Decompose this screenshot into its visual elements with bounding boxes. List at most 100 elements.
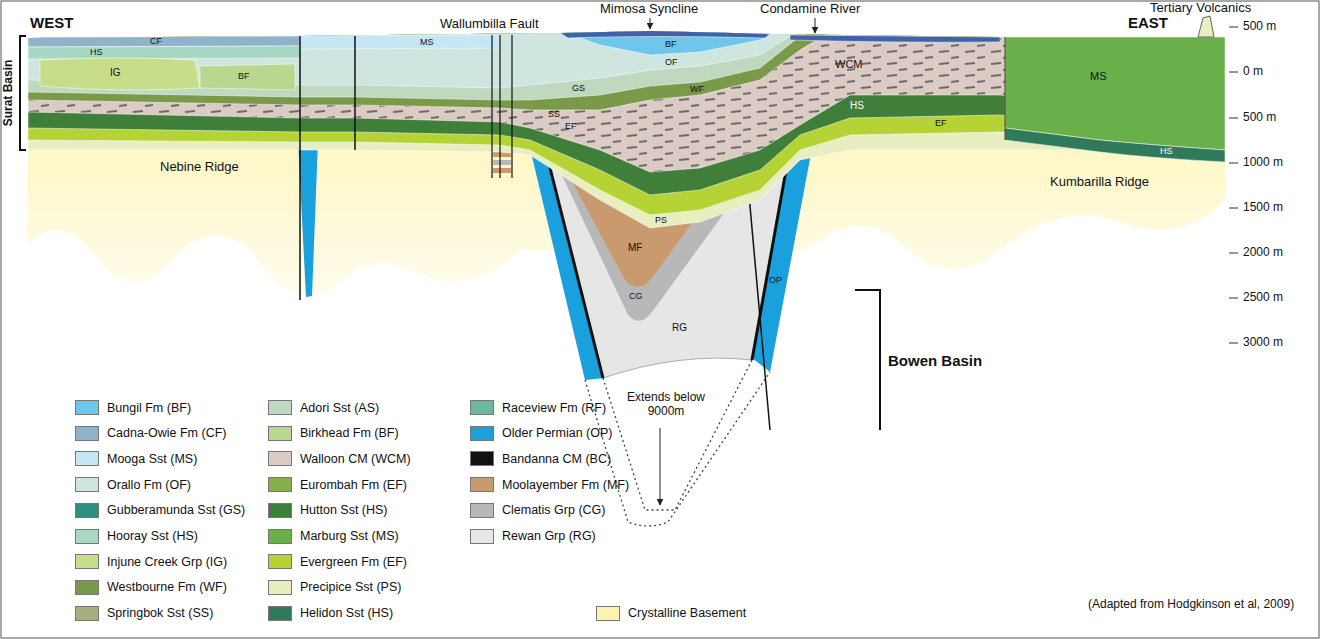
- depth-label: 2500 m: [1243, 291, 1283, 305]
- legend-item: Hutton Sst (HS): [268, 503, 388, 518]
- legend-item: Springbok Sst (SS): [75, 606, 213, 621]
- legend-swatch: [75, 606, 99, 621]
- fault-lines: [511, 35, 512, 178]
- surat-layers: [28, 46, 300, 59]
- legend-label: Springbok Sst (SS): [107, 606, 213, 620]
- formation-code: IG: [110, 67, 121, 79]
- depth-ticks: [1229, 208, 1238, 209]
- legend-item: Walloon CM (WCM): [268, 451, 411, 466]
- surat-layers: [28, 0, 1225, 228]
- legend-label: Raceview Fm (RF): [502, 401, 606, 415]
- fault-lines: [499, 35, 500, 178]
- brackets: [20, 36, 26, 150]
- formation-code: OF: [665, 57, 678, 67]
- legend-item: Cadna-Owie Fm (CF): [75, 426, 226, 441]
- formation-code: SS: [548, 109, 560, 119]
- legend-swatch: [75, 426, 99, 441]
- depth-label: 1500 m: [1243, 201, 1283, 215]
- legend-item: Rewan Grp (RG): [470, 529, 596, 544]
- feature-label: Mimosa Syncline: [600, 2, 698, 17]
- legend-swatch: [268, 554, 292, 569]
- legend-item: Birkhead Fm (BF): [268, 426, 399, 441]
- legend-swatch: [268, 529, 292, 544]
- legend-label: Bandanna CM (BC): [502, 452, 611, 466]
- formation-code: OP: [769, 275, 782, 285]
- legend-item: Marburg Sst (MS): [268, 529, 399, 544]
- depth-ticks: [1229, 27, 1238, 28]
- legend-label: Hutton Sst (HS): [300, 503, 388, 517]
- formation-code: HS: [850, 100, 864, 112]
- fault-lines: [299, 36, 301, 300]
- bowen-basin: [585, 372, 770, 526]
- depth-ticks: [1229, 298, 1238, 299]
- fault-lines: [491, 35, 492, 178]
- fault-lines: [300, 35, 1005, 300]
- legend-item: Evergreen Fm (EF): [268, 554, 407, 569]
- ridge-label: Kumbarilla Ridge: [1050, 175, 1149, 190]
- legend-item: Older Permian (OP): [470, 426, 612, 441]
- legend-label: Cadna-Owie Fm (CF): [107, 426, 226, 440]
- fault-wedge: [298, 140, 511, 297]
- formation-code: GS: [572, 83, 585, 93]
- formation-code: BF: [238, 71, 250, 81]
- basin-label: Bowen Basin: [888, 352, 982, 369]
- legend-label: Precipice Sst (PS): [300, 580, 401, 594]
- formation-code: MF: [628, 242, 642, 254]
- depth-label: 2000 m: [1243, 246, 1283, 260]
- surat-layers: [1005, 128, 1225, 162]
- legend-item: Moolayember Fm (MF): [470, 477, 629, 492]
- legend-label: Hooray Sst (HS): [107, 529, 198, 543]
- legend-swatch: [75, 503, 99, 518]
- legend-label: Eurombah Fm (EF): [300, 478, 407, 492]
- brackets: [20, 36, 880, 430]
- legend-swatch: [470, 400, 494, 415]
- legend-swatch: [75, 554, 99, 569]
- formation-code: EF: [935, 118, 947, 128]
- legend-label: Marburg Sst (MS): [300, 529, 399, 543]
- depth-label: 1000 m: [1243, 156, 1283, 170]
- surat-layers: [300, 35, 500, 49]
- surat-layers: [560, 30, 770, 38]
- formation-code: MS: [1090, 70, 1107, 83]
- feature-label: Condamine River: [760, 2, 860, 17]
- arrows: [815, 18, 816, 33]
- legend-swatch: [596, 606, 620, 621]
- legend-item: Crystalline Basement: [596, 606, 746, 621]
- formation-code: WCM: [835, 58, 863, 71]
- surat-layers: [28, 0, 1225, 215]
- surat-layers: [28, 0, 1225, 228]
- legend-swatch: [268, 606, 292, 621]
- brackets: [855, 290, 880, 430]
- feature-label: Tertiary Volcanics: [1150, 1, 1251, 16]
- legend-item: Gubberamunda Sst (GS): [75, 503, 245, 518]
- legend-item: Mooga Sst (MS): [75, 451, 197, 466]
- legend-swatch: [268, 580, 292, 595]
- fault-lines: [1005, 37, 1006, 140]
- legend-item: Eurombah Fm (EF): [268, 477, 407, 492]
- surat-layers: [790, 35, 1000, 42]
- legend-item: Orallo Fm (OF): [75, 477, 191, 492]
- formation-code: CG: [629, 291, 643, 301]
- legend-item: Injune Creek Grp (IG): [75, 554, 227, 569]
- volcanics: [1198, 16, 1214, 37]
- legend-swatch: [75, 400, 99, 415]
- formation-code: PS: [655, 215, 667, 225]
- legend-item: Helidon Sst (HS): [268, 606, 393, 621]
- surat-layers: [28, 0, 1225, 172]
- legend-item: Bandanna CM (BC): [470, 451, 611, 466]
- formation-code: EF: [565, 121, 577, 131]
- formation-code: BF: [665, 39, 677, 49]
- bowen-basin: [660, 428, 661, 505]
- legend-swatch: [470, 503, 494, 518]
- feature-label: Wallumbilla Fault: [440, 17, 539, 32]
- legend-swatch: [268, 451, 292, 466]
- legend-swatch: [470, 477, 494, 492]
- depth-ticks: [1229, 72, 1238, 73]
- legend-item: Hooray Sst (HS): [75, 529, 198, 544]
- legend-swatch: [75, 580, 99, 595]
- formation-code: HS: [90, 47, 103, 57]
- fault-wedge: [493, 168, 511, 173]
- arrows: [650, 18, 815, 33]
- legend-swatch: [470, 529, 494, 544]
- formation-code: CF: [150, 36, 162, 46]
